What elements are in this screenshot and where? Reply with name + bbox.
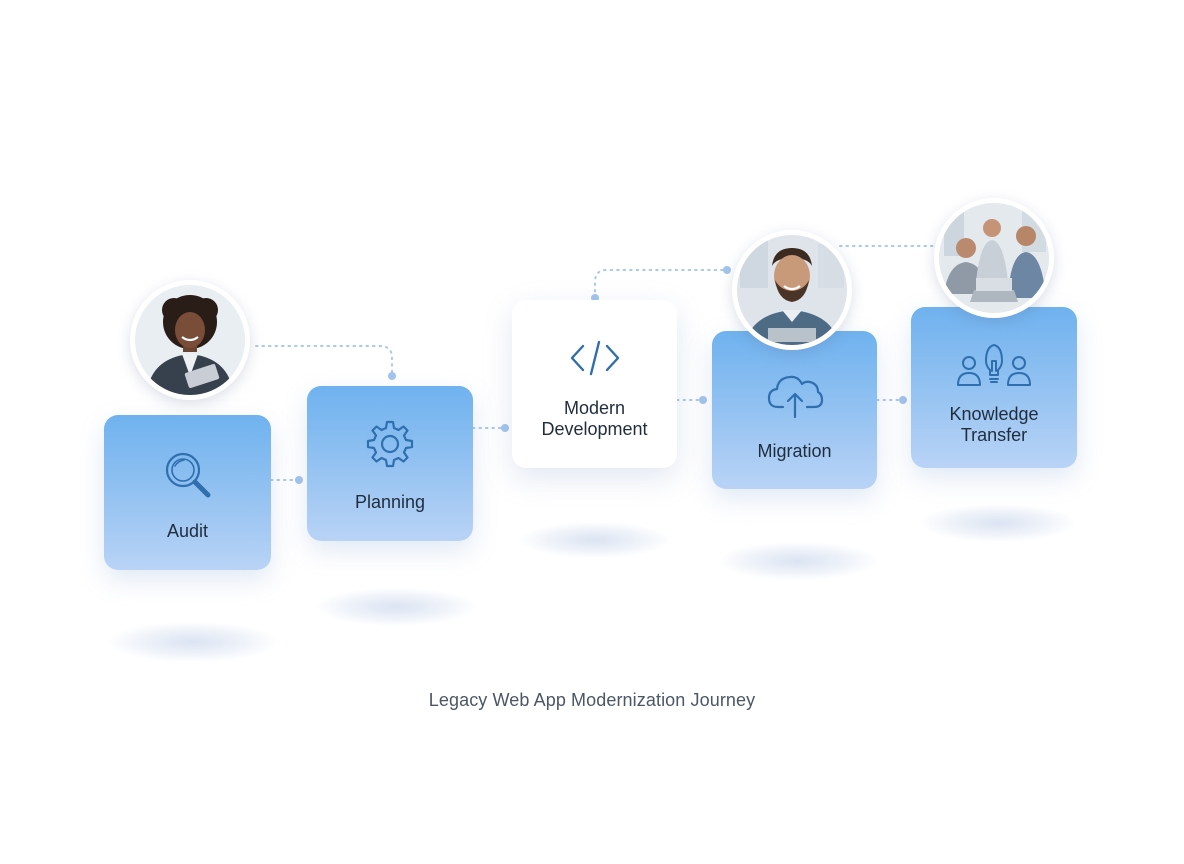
step-card-planning: Planning [307, 386, 473, 541]
bearded-man-avatar [732, 230, 852, 350]
step-label-audit: Audit [166, 521, 209, 541]
step-card-knowledge-transfer: Knowledge Transfer [911, 307, 1077, 468]
woman-with-tablet-avatar [130, 280, 250, 400]
diagram-caption: Legacy Web App Modernization Journey [428, 690, 756, 710]
magnifier-icon [160, 447, 216, 508]
team-at-laptop-avatar [934, 198, 1054, 318]
step-label-planning: Planning [354, 492, 426, 512]
migration-floor-shadow [718, 542, 878, 580]
cloud-upload-icon [765, 369, 825, 428]
step-label-knowledge-transfer: Knowledge Transfer [949, 404, 1039, 445]
audit-floor-shadow [108, 622, 278, 662]
development-floor-shadow [520, 522, 670, 558]
step-label-modern-development: Modern Development [541, 398, 648, 439]
step-card-migration: Migration [712, 331, 877, 489]
step-card-audit: Audit [104, 415, 271, 570]
step-label-migration: Migration [757, 441, 832, 461]
step-card-modern-development: Modern Development [512, 300, 677, 468]
gear-icon [362, 416, 418, 477]
planning-floor-shadow [316, 588, 476, 626]
team-lightbulb-icon [956, 341, 1032, 392]
code-brackets-icon [567, 338, 623, 383]
knowledge-floor-shadow [920, 504, 1076, 542]
